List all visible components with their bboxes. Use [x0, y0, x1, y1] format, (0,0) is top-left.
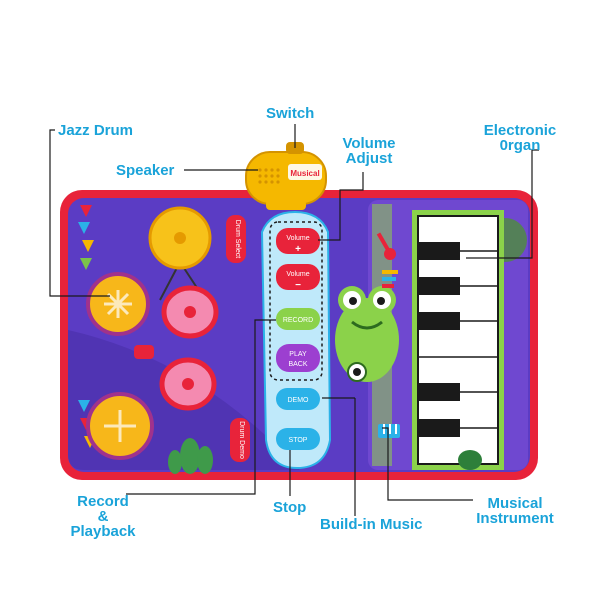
callout-volume-adjust: Volume Adjust — [342, 135, 396, 167]
svg-text:STOP: STOP — [289, 437, 308, 444]
svg-text:BACK: BACK — [288, 361, 307, 368]
speaker-grille-icon — [258, 168, 280, 184]
play-back-button[interactable]: PLAY BACK — [276, 344, 320, 372]
volume-down-button[interactable]: Volume − — [276, 264, 320, 291]
drum-demo-button[interactable]: Drum Demo — [230, 418, 250, 462]
speaker-module: Musical — [245, 142, 327, 210]
stop-button[interactable]: STOP — [276, 428, 320, 450]
guitar-icon — [376, 232, 396, 260]
callout-record-playback: Record & Playback — [70, 493, 136, 540]
svg-text:RECORD: RECORD — [283, 317, 313, 324]
callout-lines — [49, 124, 539, 516]
callout-electronic-organ: Electronic 0rgan — [483, 122, 557, 154]
drum-select-label: Drum Select — [234, 220, 241, 259]
callout-stop: Stop — [273, 499, 307, 516]
demo-button[interactable]: DEMO — [276, 388, 320, 410]
xylophone-icon — [382, 270, 398, 288]
frog-character — [335, 286, 399, 382]
svg-text:−: − — [295, 280, 301, 291]
jazz-drum-bottom — [86, 392, 154, 460]
callout-build-in-music: Build-in Music — [320, 516, 423, 533]
cymbal — [148, 206, 212, 301]
callout-speaker: Speaker — [116, 162, 175, 179]
volume-up-button[interactable]: Volume + — [276, 228, 320, 255]
callout-musical-instrument: Musical Instrument — [476, 495, 554, 527]
drum-select-button[interactable]: Drum Select — [226, 215, 246, 263]
snare-drum-bottom — [159, 357, 217, 411]
callout-jazz-drum: Jazz Drum — [58, 122, 134, 139]
svg-text:Volume: Volume — [286, 235, 309, 242]
plant-decoration — [168, 438, 482, 474]
record-button[interactable]: RECORD — [276, 308, 320, 330]
svg-text:PLAY: PLAY — [289, 351, 307, 358]
keyboard-icon — [378, 424, 400, 438]
electronic-organ — [412, 210, 504, 470]
brand-label: Musical — [290, 169, 319, 178]
svg-text:+: + — [295, 244, 301, 255]
snare-drum-top — [161, 285, 219, 339]
jazz-drum-top — [86, 272, 150, 336]
drum-demo-label: Drum Demo — [238, 421, 245, 459]
callout-switch: Switch — [266, 105, 315, 122]
svg-text:Volume: Volume — [286, 271, 309, 278]
svg-text:DEMO: DEMO — [288, 397, 310, 404]
